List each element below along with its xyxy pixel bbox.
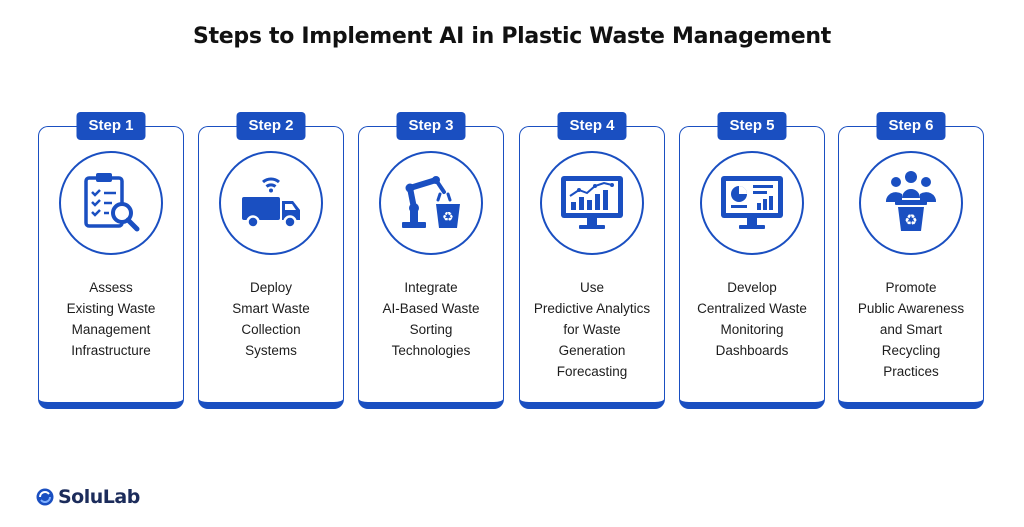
label-line: Assess [89,280,133,295]
step-badge: Step 4 [557,112,627,140]
svg-text:♻: ♻ [442,210,454,225]
step-card-1: Step 1 Assess Existing Waste Management … [38,112,184,409]
step-card-2: Step 2 Deploy Smart Waste Collection Sys… [198,112,344,409]
solulab-logo-icon [36,488,54,506]
label-line: Public Awareness [857,301,965,316]
label-line: Integrate [404,280,458,295]
label-line: Monitoring [720,322,784,337]
analytics-monitor-icon [561,176,623,229]
step-badge: Step 5 [717,112,787,140]
page-title: Steps to Implement AI in Plastic Waste M… [193,24,831,49]
smart-truck-icon [242,177,300,229]
icon-circle [540,151,644,255]
label-line: Systems [245,343,297,358]
dashboard-monitor-icon [721,176,783,229]
label-line: Generation [558,343,626,358]
label-line: Existing Waste [66,301,156,316]
brand-logo: SoluLab [36,486,140,508]
icon-circle [59,151,163,255]
label-line: Predictive Analytics [533,301,651,316]
step-label: Deploy Smart Waste Collection Systems [203,277,339,361]
step-card-3: Step 3 ♻ Integrate AI-Based Waste Sortin… [358,112,504,409]
label-line: Sorting [409,322,453,337]
label-line: Develop [727,280,777,295]
label-line: Deploy [249,280,293,295]
icon-circle [219,151,323,255]
step-badge: Step 6 [876,112,946,140]
step-label: Develop Centralized Waste Monitoring Das… [684,277,820,361]
label-line: Recycling [881,343,941,358]
label-line: Forecasting [556,364,628,379]
robot-arm-recycle-icon: ♻ [402,176,460,228]
step-label: Promote Public Awareness and Smart Recyc… [843,277,979,382]
step-card-4: Step 4 Use Predictive Analytics for [519,112,665,409]
icon-circle [700,151,804,255]
label-line: Practices [883,364,939,379]
label-line: Technologies [391,343,471,358]
label-line: AI-Based Waste [382,301,480,316]
step-card-5: Step 5 Develop Centralized Waste Monitor… [679,112,825,409]
step-badge: Step 1 [76,112,146,140]
step-label: Use Predictive Analytics for Waste Gener… [524,277,660,382]
step-badge: Step 2 [236,112,306,140]
label-line: Promote [885,280,937,295]
label-line: Dashboards [715,343,789,358]
step-card-6: Step 6 ♻ Promote Public Awareness and Sm… [838,112,984,409]
icon-circle: ♻ [379,151,483,255]
step-label: Assess Existing Waste Management Infrast… [43,277,179,361]
step-label: Integrate AI-Based Waste Sorting Technol… [363,277,499,361]
label-line: and Smart [879,322,943,337]
label-line: Smart Waste [232,301,310,316]
clipboard-search-icon [84,173,140,232]
label-line: Centralized Waste [697,301,807,316]
label-line: Management [71,322,151,337]
label-line: Use [579,280,604,295]
step-badge: Step 3 [396,112,466,140]
label-line: for Waste [563,322,621,337]
label-line: Infrastructure [71,343,151,358]
people-recycle-bin-icon: ♻ [885,171,937,231]
steps-row: Step 1 Assess Existing Waste Management … [38,110,984,410]
svg-text:♻: ♻ [904,211,917,229]
label-line: Collection [241,322,301,337]
brand-name: SoluLab [58,486,140,508]
icon-circle: ♻ [859,151,963,255]
